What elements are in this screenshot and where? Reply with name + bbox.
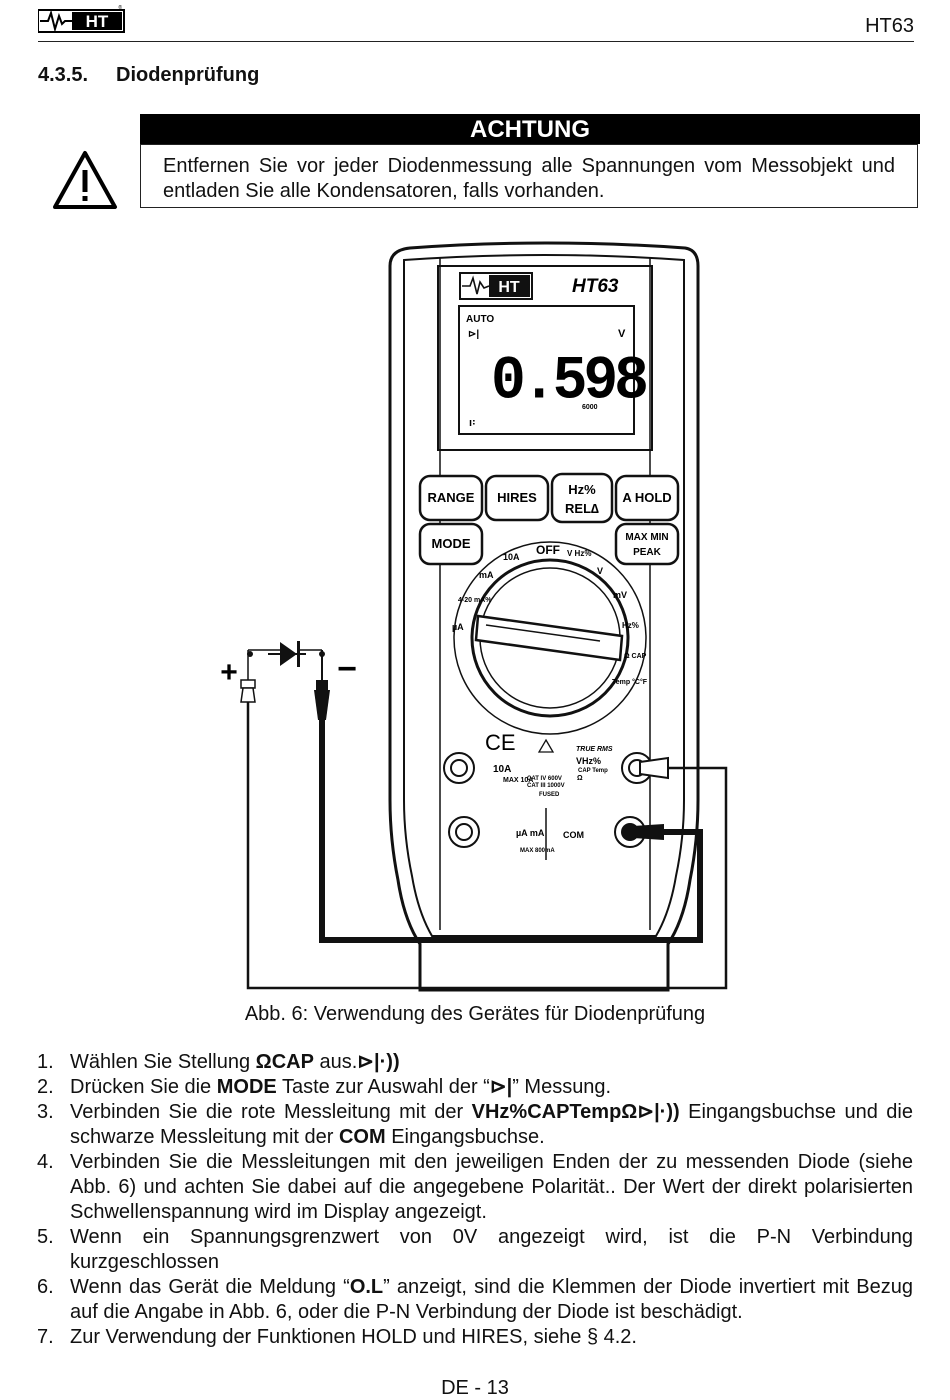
terminal-label-max800: MAX 800mA [520,848,555,854]
step-text: Eingangsbuchse und die schwarze Messleit… [70,1101,913,1148]
terminal-label-com: COM [563,830,584,840]
step-bold-text: O.L [349,1276,384,1298]
logo-text: HT [86,12,109,31]
warning-triangle-icon [52,150,118,210]
meter-button-peak: PEAK [633,547,662,558]
step-text: Taste zur Auswahl der “ [276,1076,490,1098]
black-probe [300,649,330,720]
dial-label-temp: Temp °C°F [612,678,648,686]
terminal-label-uama: µA mA [516,828,545,838]
step-text: Wenn das Gerät die Meldung “ [70,1276,350,1298]
step-text: Wählen Sie Stellung [70,1051,256,1073]
section-heading: 4.3.5. Diodenprüfung [38,64,259,87]
section-number: 4.3.5. [38,64,89,86]
minus-sign: − [337,650,357,688]
terminal-label-cat3: CAT III 1000V [527,783,565,789]
step-number: 6. [37,1276,54,1298]
dial-label-cap: Ω CAP [624,653,647,660]
dial-label-ma: mA [479,570,494,580]
terminal-label-fused: FUSED [539,792,560,798]
warning-heading: ACHTUNG [140,114,920,144]
step-bold-text: COM [338,1126,386,1148]
svg-text:ı꞉: ı꞉ [469,417,476,429]
step-text: ” anzeigt, sind die Klemmen der Diode in… [70,1276,913,1323]
meter-button-ahold: A HOLD [622,490,671,505]
step-bold-text: VHz%CAPTempΩ⊳|·)) [471,1101,680,1123]
ce-mark: CE [485,730,516,755]
step-item: 3. Verbinden Sie die rote Messleitung mit… [37,1100,913,1150]
step-text: Verbinden Sie die rote Messleitung mit d… [70,1101,472,1123]
dial-label-vhz: V Hz% [567,549,591,558]
dial-label-off: OFF [536,543,560,557]
step-number: 1. [37,1051,54,1073]
figure-caption: Abb. 6: Verwendung des Gerätes für Diode… [244,1003,706,1025]
step-item: 2. Drücken Sie die MODE Taste zur Auswahl… [37,1075,913,1100]
step-item: 7. Zur Verwendung der Funktionen HOLD und… [37,1325,913,1350]
step-number: 2. [37,1076,54,1098]
meter-model: HT63 [572,276,619,297]
step-number: 5. [37,1226,54,1248]
terminal-label-10a: 10A [493,764,511,775]
terminal-label-captemp: CAP Temp [578,768,608,774]
lcd-value: 0.598 [491,346,646,416]
meter-button-hires: HIRES [497,490,537,505]
step-text: ” Messung. [512,1076,612,1098]
step-bold-text: ΩCAP [255,1051,314,1073]
dial-label-10a: 10A [503,552,520,562]
step-item: 6. Wenn das Gerät die Meldung “O.L” anzei… [37,1275,913,1325]
step-item: 4. Verbinden Sie die Messleitungen mit de… [37,1150,913,1225]
step-text: Eingangsbuchse. [385,1126,545,1148]
terminal-label-max10a: MAX 10A [503,777,533,784]
svg-text:®: ® [118,4,122,11]
dial-label-hz: Hz% [622,621,639,630]
lcd-counts: 6000 [582,404,598,411]
lcd-unit: V [618,328,626,340]
step-item: 5. Wenn ein Spannungsgrenzwert von 0V ang… [37,1225,913,1275]
ht-logo: HT ® [37,4,126,34]
dial-label-420ma: 4-20 mA% [458,597,492,604]
dial-label-mv: mV [613,590,627,600]
step-text: Zur Verwendung der Funktionen HOLD und H… [70,1326,637,1348]
step-text: Verbinden Sie die Messleitungen mit den … [70,1151,913,1223]
dial-label-ua: µA [452,622,464,632]
terminal-label-cat4: CAT IV 600V [527,776,562,782]
header-rule [38,41,914,42]
warning-text: Entfernen Sie vor jeder Diodenmessung al… [140,144,918,208]
step-text: Wenn ein Spannungsgrenzwert von 0V angez… [70,1226,913,1273]
multimeter-figure: HT HT63 AUTO ⊳| V 0.598 6000 ı꞉ RANGE HI… [0,240,950,1005]
step-text: Drücken Sie die [70,1076,217,1098]
svg-text:⊳|: ⊳| [468,329,479,340]
meter-button-rel: REL∆ [565,501,599,516]
terminal-label-ohm: Ω [577,775,583,782]
lcd-auto: AUTO [466,314,494,325]
terminal-label-vhz: VHz% [576,756,601,766]
diode-symbol [247,641,325,667]
step-bold-text: MODE [216,1076,277,1098]
step-item: 1. Wählen Sie Stellung ΩCAP aus.⊳|·)) [37,1050,913,1075]
diode-symbol-text: ⊳|·)) [357,1051,400,1073]
meter-button-range: RANGE [428,490,475,505]
terminal-label-truerms: TRUE RMS [576,746,613,753]
plus-sign: + [220,656,238,689]
step-number: 7. [37,1326,54,1348]
model-name: HT63 [865,15,914,37]
page-number: DE - 13 [441,1377,509,1399]
diode-symbol-text: ⊳| [489,1076,513,1098]
steps-list: 1. Wählen Sie Stellung ΩCAP aus.⊳|·)) 2. Dr… [37,1050,913,1350]
step-number: 3. [37,1101,54,1123]
step-number: 4. [37,1151,54,1173]
meter-brand: HT [498,279,520,296]
meter-button-maxmin: MAX MIN [625,532,668,543]
meter-button-hz: Hz% [568,482,596,497]
dial-label-v: V [597,566,603,576]
meter-button-mode: MODE [432,536,471,551]
step-text: aus. [313,1051,358,1073]
section-title: Diodenprüfung [116,64,260,86]
